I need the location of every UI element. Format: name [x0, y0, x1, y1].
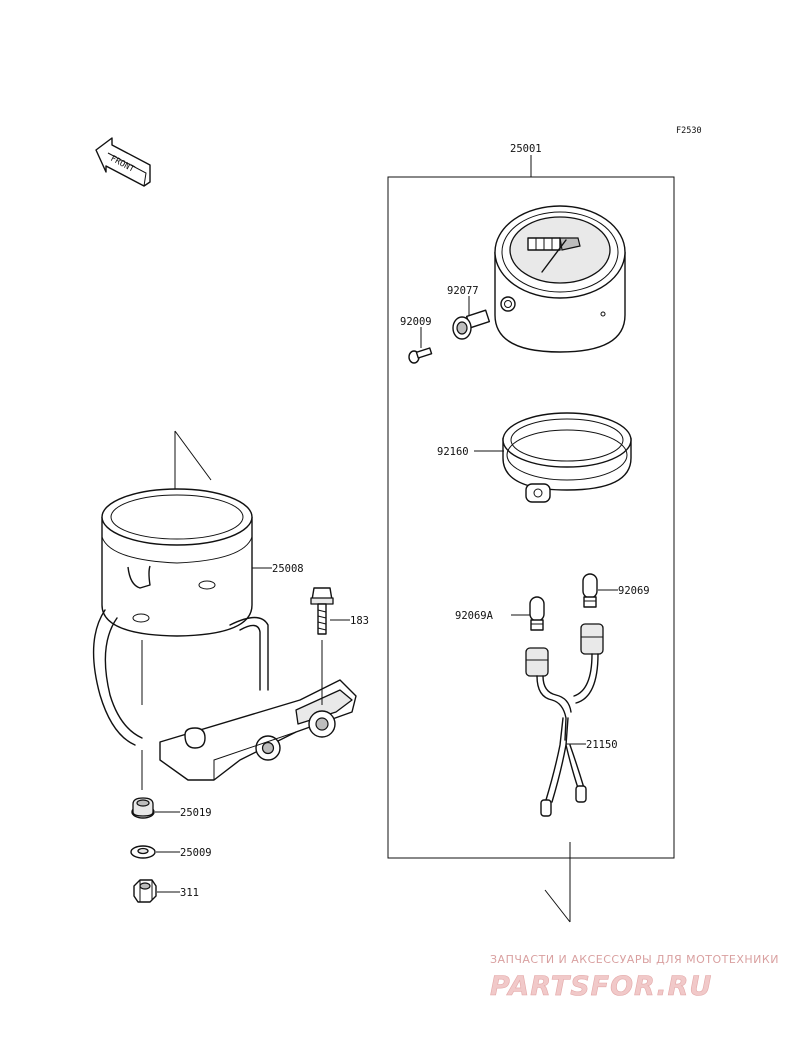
reference-arrow-line — [544, 842, 571, 923]
label-25019: 25019 — [180, 807, 212, 819]
label-92069: 92069 — [618, 585, 650, 597]
label-92009: 92009 — [400, 316, 432, 328]
label-25009: 25009 — [180, 847, 212, 859]
figure-code: F2530 — [676, 126, 702, 136]
meter-assembly-frame: 25001 — [387, 143, 675, 859]
label-311: 311 — [180, 887, 199, 899]
label-183: 183 — [350, 615, 369, 627]
part-25019-grommet: 25019 — [131, 797, 212, 819]
part-21150-harness: 21150 — [525, 623, 618, 817]
part-25009-washer: 25009 — [130, 845, 212, 859]
part-92009-screw: 92009 — [400, 316, 433, 364]
label-92069a: 92069A — [455, 610, 494, 622]
part-311-nut: 311 — [133, 879, 199, 903]
label-21150: 21150 — [586, 739, 618, 751]
part-92160-ring: 92160 — [437, 412, 632, 503]
watermark-tagline: ЗАПЧАСТИ И АКСЕССУАРЫ ДЛЯ МОТОТЕХНИКИ — [490, 953, 779, 966]
watermark-brand: PARTSFOR.RU — [490, 971, 712, 1002]
watermark: ЗАПЧАСТИ И АКСЕССУАРЫ ДЛЯ МОТОТЕХНИКИ PA… — [490, 953, 779, 1002]
label-25001: 25001 — [510, 143, 542, 155]
label-25008: 25008 — [272, 563, 304, 575]
label-92160: 92160 — [437, 446, 469, 458]
part-25008-bracket: 25008 — [92, 430, 357, 790]
part-92069-bulb: 92069 — [582, 573, 650, 608]
part-183-bolt: 183 — [310, 587, 369, 705]
label-92077: 92077 — [447, 285, 479, 297]
part-92077-gear: 92077 — [447, 285, 491, 340]
speedometer — [494, 205, 626, 353]
front-direction-arrow: FRONT — [95, 137, 151, 187]
part-92069a-bulb: 92069A — [455, 596, 545, 631]
